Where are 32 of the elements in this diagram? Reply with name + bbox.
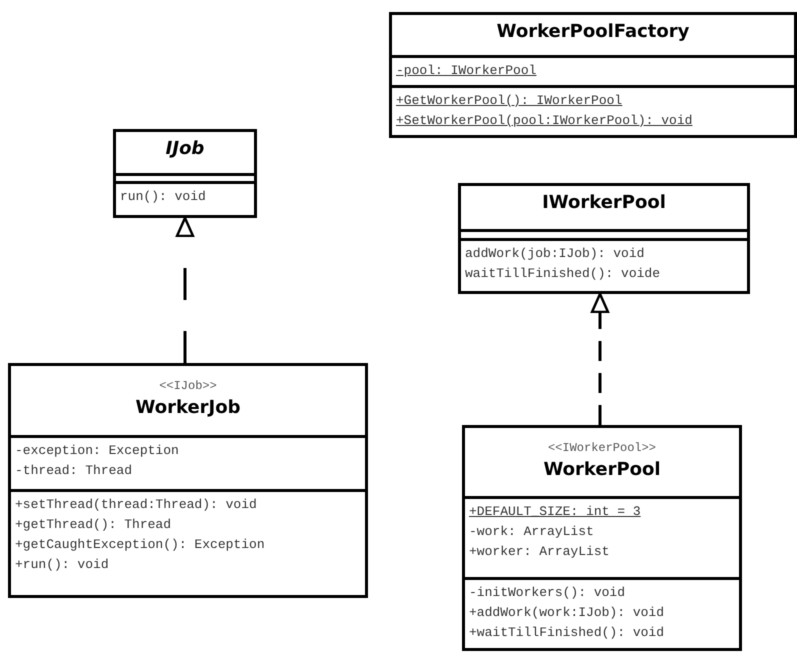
method-text: +getThread(): Thread (15, 516, 172, 534)
class-box (462, 425, 742, 651)
method-text: addWork(job:IJob): void (465, 245, 644, 263)
class-name: WorkerPool (543, 459, 661, 480)
method-text: waitTillFinished(): voide (465, 265, 660, 283)
class-box (8, 363, 368, 598)
stereotype-label: <<IJob>> (159, 379, 217, 393)
method-text: +addWork(work:IJob): void (469, 604, 664, 622)
attribute-text: -pool: IWorkerPool (396, 62, 536, 80)
attribute-text: +worker: ArrayList (469, 543, 610, 561)
stereotype-label: <<IWorkerPool>> (548, 441, 656, 455)
class-name: IJob (166, 138, 204, 159)
realization-arrow (590, 292, 610, 425)
method-text: +getCaughtException(): Exception (15, 536, 265, 554)
class-name: IWorkerPool (542, 192, 666, 213)
method-text: +run(): void (15, 556, 109, 574)
method-text: -initWorkers(): void (469, 584, 626, 602)
class-box (389, 12, 797, 138)
interface-box (113, 129, 257, 218)
class-name: WorkerJob (136, 397, 240, 418)
attribute-text: -thread: Thread (15, 462, 132, 480)
attribute-text: +DEFAULT_SIZE: int = 3 (469, 503, 641, 521)
method-text: +waitTillFinished(): void (469, 624, 664, 642)
method-text: run(): void (120, 188, 206, 206)
method-text: +GetWorkerPool(): IWorkerPool (396, 92, 622, 110)
attribute-text: -exception: Exception (15, 442, 179, 460)
class-name: WorkerPoolFactory (496, 21, 690, 42)
realization-arrow (176, 216, 194, 363)
method-text: +setThread(thread:Thread): void (15, 496, 257, 514)
attribute-text: -work: ArrayList (469, 523, 594, 541)
interface-box (458, 183, 750, 294)
method-text: +SetWorkerPool(pool:IWorkerPool): void (396, 112, 692, 130)
